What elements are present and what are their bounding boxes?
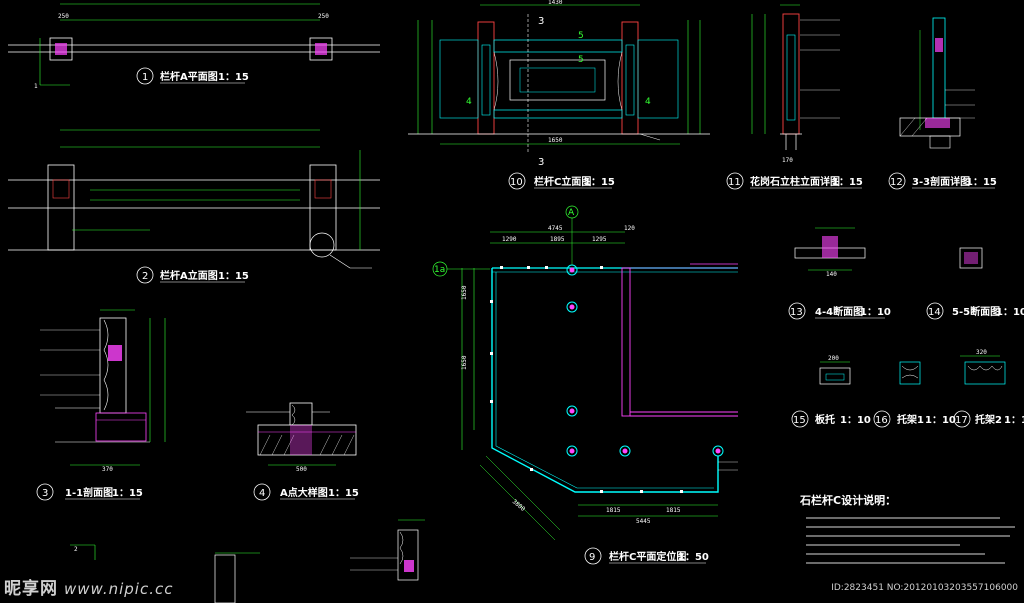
drawing-2-title: 栏杆A立面图	[160, 269, 218, 282]
drawing-11-column: 170 11 花岗石立柱立面详图 1：15	[726, 4, 863, 190]
drawing-10-scale: 1：15	[584, 177, 615, 188]
drawing-2-elevation: 2 栏杆A立面图 1：15	[8, 129, 380, 284]
dim-320: 320	[976, 349, 987, 356]
drawing-9-number: 9	[589, 552, 595, 563]
section-mark-3-top: 3	[538, 16, 544, 27]
drawing-4-title: A点大样图	[280, 486, 328, 499]
bottom-partial-drawings: 2	[70, 519, 425, 603]
dim-5445: 5445	[636, 518, 651, 525]
section-mark-1: 1	[34, 83, 38, 90]
drawing-13-number: 13	[790, 307, 803, 318]
drawing-13-14-sections: 140 13 4-4断面图 1：10 14 5-5断面图 1：10	[788, 227, 1024, 320]
drawing-17-number: 17	[955, 415, 968, 426]
drawing-1-plan: 1 250 250 1 栏杆A平面图 1：15	[8, 3, 380, 90]
drawing-number-circle	[136, 67, 154, 85]
dim-500: 500	[296, 466, 307, 473]
dim-3800: 3800	[511, 498, 527, 513]
dim-140: 140	[826, 271, 837, 278]
drawing-2-number: 2	[142, 271, 148, 282]
drawing-16-number: 16	[875, 415, 888, 426]
section-mark-3-bottom: 3	[538, 157, 544, 168]
dim-1650-v2: 1650	[461, 355, 468, 370]
drawing-2-scale: 1：15	[218, 271, 249, 282]
drawing-3-title: 1-1剖面图	[65, 486, 113, 499]
drawing-17-scale: 1：10	[1004, 415, 1024, 426]
dim-370: 370	[102, 466, 113, 473]
drawing-4-scale: 1：15	[328, 488, 359, 499]
section-mark-5-a: 5	[578, 31, 584, 41]
drawing-1-scale: 1：15	[218, 72, 249, 83]
drawing-15-17-brackets: 200 320 15 板托 1：10 16 托架1 1：10 17 托架2 1：…	[791, 349, 1024, 428]
drawing-14-scale: 1：10	[996, 307, 1024, 318]
section-mark-4-a: 4	[466, 97, 472, 107]
dim-4745: 4745	[548, 225, 563, 232]
drawing-3-number: 3	[42, 488, 48, 499]
drawing-9-title: 栏杆C平面定位图	[609, 550, 686, 563]
dim-170: 170	[782, 157, 793, 164]
watermark-site: www.nipic.cc	[64, 580, 174, 598]
drawing-15-number: 15	[793, 415, 806, 426]
drawing-10-elevation: 1430 3 3 5 5 4 4 1650 10 栏杆C立面图 1：15	[408, 0, 710, 190]
dim-1290: 1290	[502, 236, 517, 243]
dim-250: 250	[58, 13, 69, 20]
drawing-3-scale: 1：15	[112, 488, 143, 499]
drawing-1-title: 栏杆A平面图	[160, 70, 218, 83]
dim-1295: 1295	[592, 236, 607, 243]
drawing-11-scale: 1：15	[832, 177, 863, 188]
dim-1650-v1: 1650	[461, 285, 468, 300]
drawing-13-scale: 1：10	[860, 307, 891, 318]
section-mark-4-b: 4	[645, 97, 651, 107]
dim-120: 120	[624, 225, 635, 232]
drawing-13-title: 4-4断面图	[815, 305, 863, 318]
drawing-16-scale: 1：10	[925, 415, 956, 426]
drawing-14-title: 5-5断面图	[952, 305, 1000, 318]
drawing-15-title: 板托	[815, 413, 835, 426]
drawing-9-scale: 1：50	[678, 552, 709, 563]
drawing-14-number: 14	[928, 307, 941, 318]
section-mark-2: 2	[74, 546, 78, 553]
drawing-15-scale: 1：10	[840, 415, 871, 426]
drawing-3-section: 370 3 1-1剖面图 1：15	[36, 309, 166, 501]
watermark-id: ID:2823451 NO:20120103203557106000	[831, 583, 1018, 593]
svg-text:250: 250	[318, 13, 329, 20]
drawing-11-title: 花岗石立柱立面详图	[750, 175, 840, 188]
drawing-12-scale: 1：15	[966, 177, 997, 188]
dim-1650: 1650	[548, 137, 563, 144]
watermark-brand: 昵享网	[4, 579, 58, 599]
drawing-10-title: 栏杆C立面图	[534, 175, 591, 188]
dim-200: 200	[828, 355, 839, 362]
drawing-4-detail: 500 4 A点大样图 1：15	[246, 402, 359, 501]
drawing-9-plan: A 1a 4745 1290 1895 1295 120 1650 1650	[432, 205, 738, 565]
drawing-12-title: 3-3剖面详图	[912, 175, 970, 188]
axis-1a: 1a	[434, 265, 445, 275]
drawing-12-number: 12	[890, 177, 903, 188]
design-notes-title: 石栏杆C设计说明：	[800, 494, 897, 507]
drawing-16-title: 托架1	[897, 413, 924, 426]
dim-1815-b: 1815	[666, 507, 681, 514]
section-mark-5-b: 5	[578, 55, 584, 65]
dim-1895: 1895	[550, 236, 565, 243]
drawing-17-title: 托架2	[975, 413, 1002, 426]
watermark-logo: 昵享网 www.nipic.cc	[4, 574, 174, 599]
drawing-10-number: 10	[510, 177, 523, 188]
drawing-12-section: 12 3-3剖面详图 1：15	[888, 17, 997, 190]
axis-A: A	[568, 208, 575, 218]
dim-1815-a: 1815	[606, 507, 621, 514]
design-notes-block	[806, 517, 1015, 564]
drawing-4-number: 4	[259, 488, 265, 499]
drawing-1-number: 1	[142, 72, 148, 83]
dim-1430: 1430	[548, 0, 563, 6]
drawing-11-number: 11	[728, 177, 741, 188]
